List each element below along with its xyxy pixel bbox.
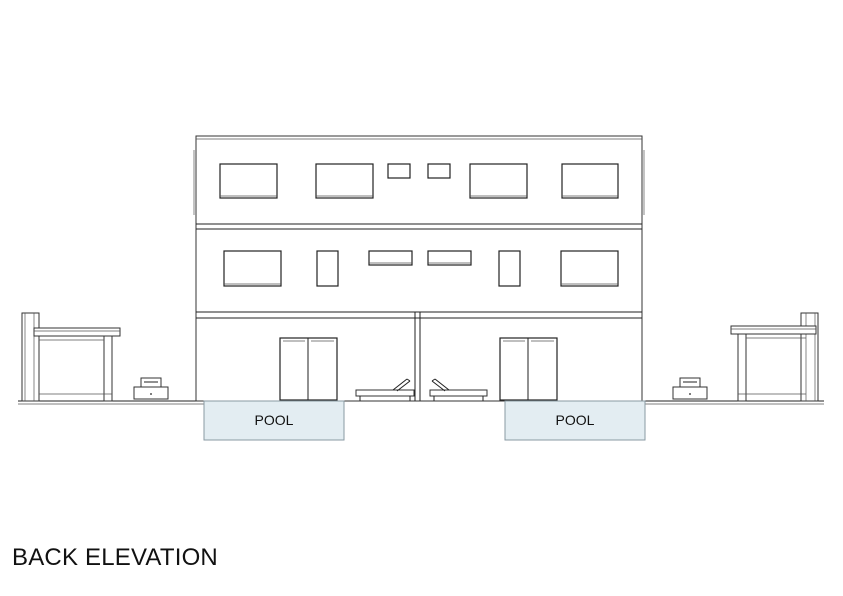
window xyxy=(427,163,451,179)
window xyxy=(498,250,521,287)
ground-floor-doors xyxy=(279,337,558,401)
window xyxy=(219,163,278,199)
window xyxy=(368,250,413,266)
pool-right: POOL xyxy=(504,400,646,441)
bbq-unit-left xyxy=(133,377,169,400)
window xyxy=(469,163,528,199)
window xyxy=(315,163,374,199)
window xyxy=(316,250,339,287)
window xyxy=(223,250,282,287)
lounge-chair-left xyxy=(355,378,415,401)
pool-left: POOL xyxy=(203,400,345,441)
pergola-right xyxy=(730,312,819,402)
third-floor-windows xyxy=(219,163,619,199)
window xyxy=(560,250,619,287)
window xyxy=(427,250,472,266)
second-floor-windows xyxy=(223,250,619,287)
lounge-chair-right xyxy=(429,378,488,401)
bbq-unit-right xyxy=(672,377,708,400)
pool-right-label: POOL xyxy=(556,412,595,428)
drawing-title: BACK ELEVATION xyxy=(12,544,218,571)
window xyxy=(387,163,411,179)
pool-left-label: POOL xyxy=(255,412,294,428)
window xyxy=(561,163,619,199)
pergola-left xyxy=(21,312,121,402)
